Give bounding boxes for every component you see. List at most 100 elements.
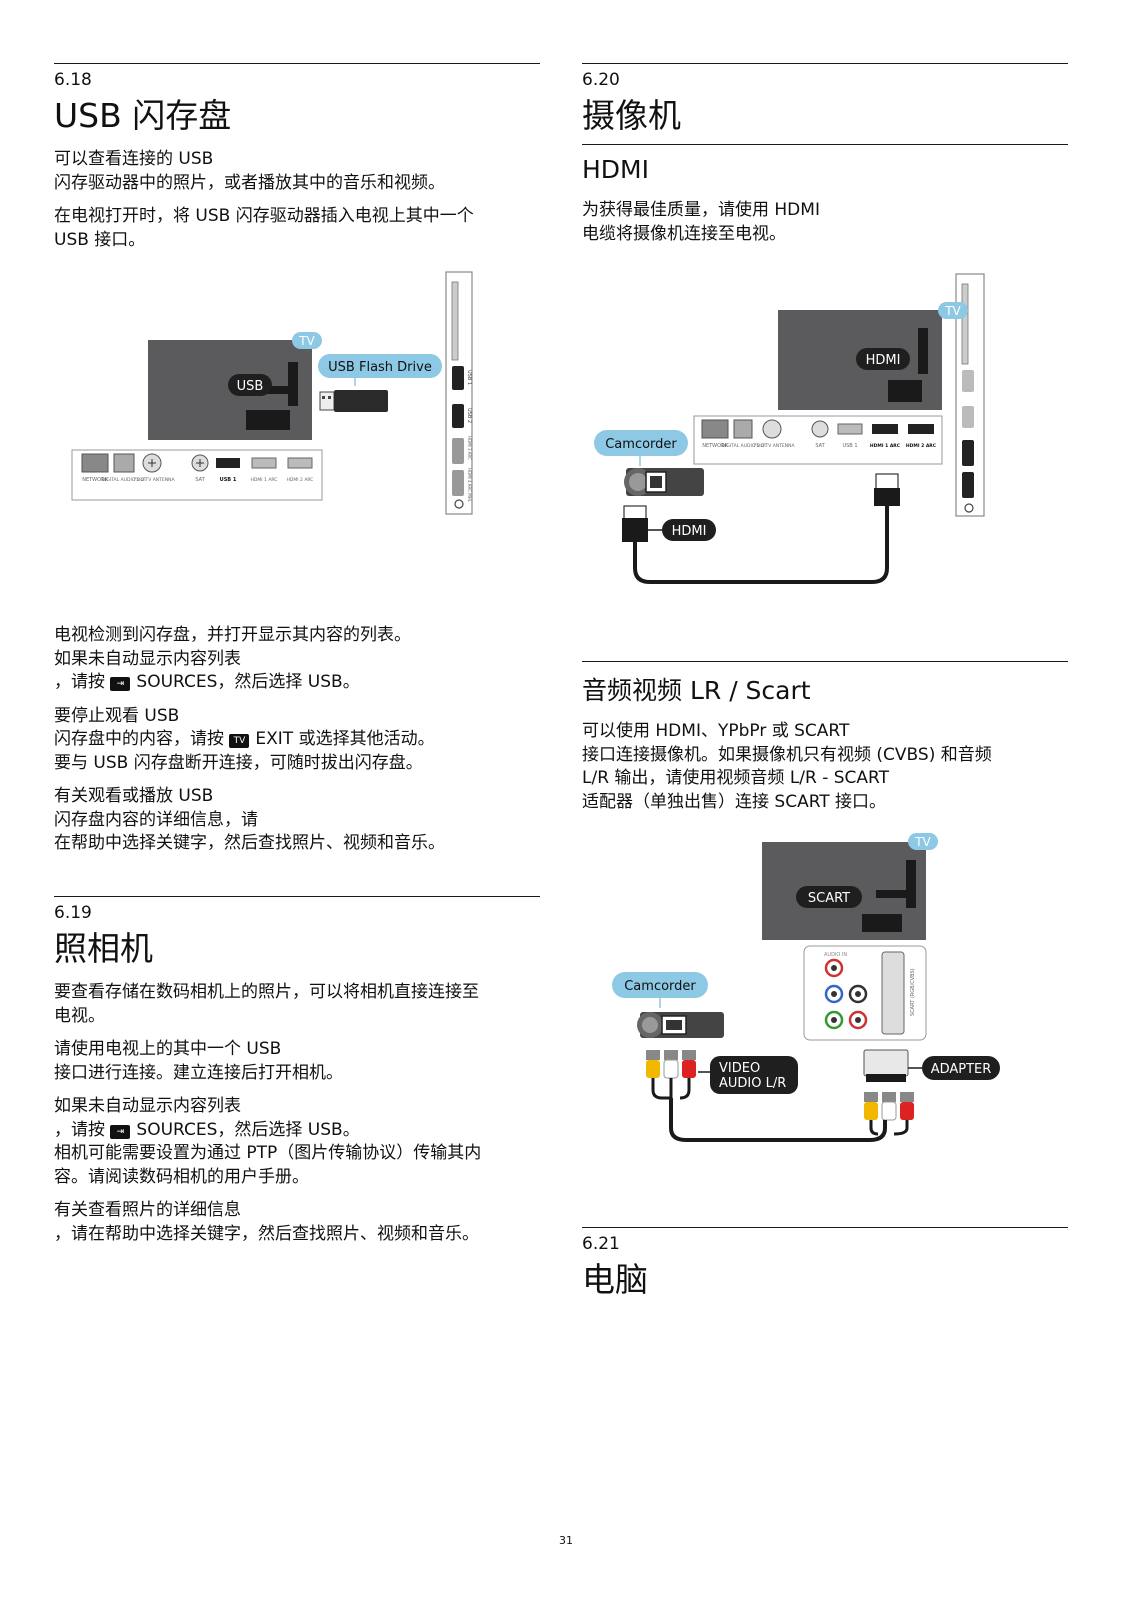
video-audio-label-pill	[710, 1056, 798, 1094]
port-label: USB 1	[842, 443, 857, 449]
scart-tv-label: SCART	[808, 891, 850, 906]
hdmi-tv-label: HDMI	[866, 353, 901, 368]
section-title: 电脑	[582, 1260, 648, 1299]
usb-connection-diagram: TV USB USB Flash Drive NETWORK DIGITAL A…	[71, 271, 473, 515]
hdmi-camcorder-diagram: TV HDMI NETWORK DIGITAL AUDIO OUT 75 Ω T…	[594, 273, 985, 584]
hdmi-cable-label-pill	[662, 519, 716, 541]
rca-plugs-camcorder-icon	[646, 1050, 696, 1079]
section-title: 照相机	[54, 929, 153, 968]
left-column-lower: 电视检测到闪存盘，并打开显示其内容的列表。 如果未自动显示内容列表 ，请按 ⇥S…	[54, 624, 540, 866]
hdmi-label-pill	[856, 348, 910, 370]
scart-label-pill	[796, 886, 862, 908]
tv-badge	[938, 302, 968, 319]
tv-badge	[292, 332, 322, 349]
paragraph: 如果未自动显示内容列表 ，请按 ⇥SOURCES，然后选择 USB。	[54, 1096, 360, 1140]
hdmi-cable-label: HDMI	[672, 524, 707, 539]
video-label: VIDEO	[719, 1061, 760, 1076]
side-port-label: USB 2	[466, 408, 472, 423]
back-panel-ports	[701, 419, 934, 439]
paragraph: 有关观看或播放 USB 闪存盘内容的详细信息，请 在帮助中选择关键字，然后查找照…	[54, 786, 445, 853]
section-number: 6.19	[54, 903, 92, 923]
section-6-19: 6.19 照相机 要查看存储在数码相机上的照片，可以将相机直接连接至 电视。 请…	[54, 896, 540, 1256]
tv-badge	[908, 833, 938, 850]
port-label: SAT	[815, 443, 825, 449]
port-label: HDMI 2 ARC	[906, 443, 937, 449]
scart-camcorder-diagram: TV SCART AUDIO IN SCART (RGB/CVBS) Camco…	[612, 833, 1000, 1142]
port-label: USB 1	[220, 477, 237, 483]
section-title: USB 闪存盘	[54, 96, 232, 135]
paragraph: 有关查看照片的详细信息 ，请在帮助中选择关键字，然后查找照片、视频和音乐。	[54, 1200, 479, 1244]
page-number: 31	[559, 1534, 573, 1547]
port-label: NETWORK	[82, 477, 108, 483]
port-label: NETWORK	[702, 443, 728, 449]
paragraph: 要查看存储在数码相机上的照片，可以将相机直接连接至 电视。	[54, 982, 479, 1026]
port-label: 75 Ω TV ANTENNA	[133, 477, 175, 483]
usb-label: USB	[237, 379, 264, 394]
usb-flash-drive-icon	[319, 390, 388, 412]
side-port-label: USB 1	[466, 370, 472, 385]
section-rule	[582, 63, 1068, 64]
side-hdmi3-port-icon	[452, 438, 464, 464]
camcorder-label: Camcorder	[624, 979, 696, 994]
back-panel-ports	[81, 453, 313, 473]
hdmi-cable	[633, 506, 889, 584]
section-number: 6.18	[54, 70, 92, 90]
scart-socket-label: SCART (RGB/CVBS)	[910, 968, 916, 1016]
hdmi-plug-tv-icon	[874, 473, 900, 506]
paragraph: 电视检测到闪存盘，并打开显示其内容的列表。 如果未自动显示内容列表 ，请按 ⇥S…	[54, 625, 411, 692]
section-title: 摄像机	[582, 96, 681, 135]
tv-badge-text: TV	[944, 304, 961, 318]
section-rule	[54, 63, 540, 64]
usb-flash-drive-label: USB Flash Drive	[328, 360, 432, 375]
paragraph: 可以查看连接的 USB 闪存驱动器中的照片，或者播放其中的音乐和视频。	[54, 149, 445, 193]
hdmi-plug-camcorder-icon	[622, 505, 648, 542]
adapter-label-pill	[922, 1056, 1000, 1080]
paragraph: 为获得最佳质量，请使用 HDMI 电缆将摄像机连接至电视。	[582, 200, 820, 244]
camcorder-label-pill	[612, 972, 708, 998]
subsection-title-av: 音频视频 LR / Scart	[582, 676, 811, 705]
section-6-21: 6.21 电脑	[582, 1227, 1068, 1300]
port-label: HDMI 1 ARC	[251, 477, 278, 483]
port-label: DIGITAL AUDIO OUT	[102, 477, 147, 483]
tv-badge-text: TV	[914, 835, 931, 849]
side-hdmi4-port-icon	[452, 470, 464, 496]
port-label: HDMI 2 ARC	[287, 477, 314, 483]
av-cable	[669, 1098, 887, 1142]
scart-socket-icon	[881, 951, 905, 1035]
tv-key-icon: TV	[229, 734, 250, 748]
usb-flash-drive-label-pill	[318, 354, 442, 378]
side-usb2-port-icon	[452, 404, 464, 428]
side-usb1-port-icon	[452, 366, 464, 390]
section-rule	[54, 896, 540, 897]
subsection-rule	[582, 661, 1068, 662]
port-label: HDMI 1 ARC	[870, 443, 901, 449]
audio-lr-label: AUDIO L/R	[719, 1076, 786, 1091]
camcorder-icon	[637, 1012, 724, 1038]
port-label: DIGITAL AUDIO OUT	[722, 443, 767, 449]
paragraph: 请使用电视上的其中一个 USB 接口进行连接。建立连接后打开相机。	[54, 1039, 343, 1083]
port-label: SAT	[195, 477, 205, 483]
port-label: 75 Ω TV ANTENNA	[753, 443, 795, 449]
scart-adapter-icon	[863, 1049, 909, 1082]
usb-label-pill	[228, 374, 272, 396]
paragraph: 在电视打开时，将 USB 闪存驱动器插入电视上其中一个 USB 接口。	[54, 206, 474, 250]
camcorder-icon	[624, 468, 704, 496]
tv-badge-text: TV	[298, 334, 315, 348]
paragraph: 可以使用 HDMI、YPbPr 或 SCART 接口连接摄像机。如果摄像机只有视…	[582, 721, 992, 812]
side-port-label: HDMI 4 ARC MHL	[467, 468, 472, 503]
section-6-20: 6.20 摄像机 HDMI 为获得最佳质量，请使用 HDMI 电缆将摄像机连接至…	[582, 63, 1068, 256]
subsection-av: 音频视频 LR / Scart 可以使用 HDMI、YPbPr 或 SCART …	[582, 661, 1068, 824]
side-port-label: HDMI 3 ARC	[467, 436, 472, 460]
adapter-label: ADAPTER	[931, 1062, 992, 1077]
rca-plugs-adapter-icon	[864, 1092, 914, 1121]
subsection-rule	[582, 144, 1068, 145]
audio-in-label: AUDIO IN	[824, 952, 847, 958]
camcorder-label-pill	[594, 430, 688, 456]
section-number: 6.20	[582, 70, 620, 90]
subsection-title-hdmi: HDMI	[582, 155, 649, 184]
paragraph: 相机可能需要设置为通过 PTP（图片传输协议）传输其内 容。请阅读数码相机的用户…	[54, 1143, 482, 1187]
av-jacks	[824, 958, 868, 1030]
section-rule	[582, 1227, 1068, 1228]
sources-key-icon: ⇥	[110, 677, 131, 691]
